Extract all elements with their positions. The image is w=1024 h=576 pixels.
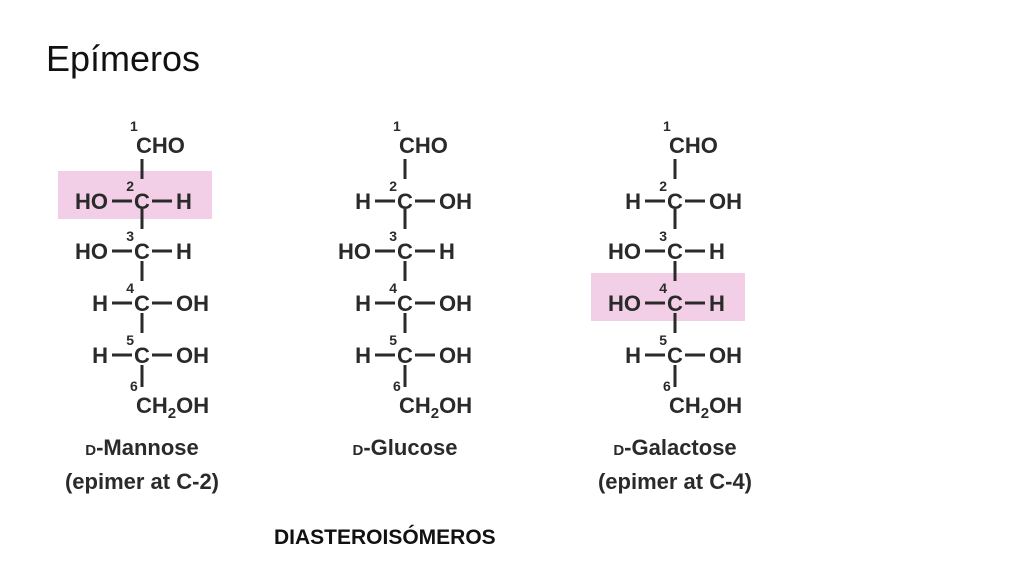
glucose-left-group: HO	[338, 239, 371, 264]
mannose-top-num: 1	[130, 118, 138, 134]
glucose-name-text: -Glucose	[363, 435, 458, 460]
galactose-top-num: 1	[663, 118, 671, 134]
galactose-right-group: H	[709, 239, 725, 264]
mannose-right-group: OH	[176, 343, 209, 368]
mannose-carbon-c5: C	[134, 343, 150, 368]
galactose-carbon-c2: C	[667, 189, 683, 214]
mannose-name-text: -Mannose	[96, 435, 199, 460]
galactose-bottom-group: CH2OH	[669, 393, 742, 422]
glucose-carbon-number: 5	[389, 332, 397, 348]
mannose-carbon-number: 5	[126, 332, 134, 348]
mannose-subtitle: (epimer at C-2)	[64, 469, 220, 494]
glucose-carbon-c3: C	[397, 239, 413, 264]
galactose-right-group: OH	[709, 343, 742, 368]
glucose-top-num: 1	[393, 118, 401, 134]
glucose-right-group: OH	[439, 189, 472, 214]
galactose-left-group: HO	[608, 239, 641, 264]
mannose-left-group: H	[92, 343, 108, 368]
galactose-carbon-number: 5	[659, 332, 667, 348]
galactose-top-group: CHO	[669, 133, 718, 158]
galactose-carbon-c3: C	[667, 239, 683, 264]
galactose-right-group: H	[709, 291, 725, 316]
glucose-name: D-Glucose	[275, 435, 535, 461]
glucose-left-group: H	[355, 291, 371, 316]
glucose-right-group: OH	[439, 291, 472, 316]
galactose-highlight-c4	[591, 273, 745, 321]
galactose-left-group: H	[625, 343, 641, 368]
mannose-bottom-group: CH2OH	[136, 393, 209, 422]
glucose-carbon-number: 3	[389, 228, 397, 244]
mannose-d-prefix: D	[85, 442, 97, 459]
glucose-bottom-num: 6	[393, 378, 401, 394]
glucose-right-group: OH	[439, 343, 472, 368]
glucose-right-group: H	[439, 239, 455, 264]
glucose-bottom-group: CH2OH	[399, 393, 472, 422]
mannose-carbon-number: 2	[126, 178, 134, 194]
mannose-carbon-c2: C	[134, 189, 150, 214]
glucose-carbon-c4: C	[397, 291, 413, 316]
mannose-carbon-number: 3	[126, 228, 134, 244]
galactose-name: D-Galactose	[545, 435, 805, 461]
mannose-right-group: OH	[176, 291, 209, 316]
galactose-right-group: OH	[709, 189, 742, 214]
galactose-carbon-c5: C	[667, 343, 683, 368]
mannose-right-group: H	[176, 189, 192, 214]
glucose-carbon-c2: C	[397, 189, 413, 214]
galactose-d-prefix: D	[613, 442, 625, 459]
galactose-left-group: HO	[608, 291, 641, 316]
glucose-left-group: H	[355, 189, 371, 214]
glucose-carbon-number: 2	[389, 178, 397, 194]
galactose-bottom-num: 6	[663, 378, 671, 394]
galactose-carbon-c4: C	[667, 291, 683, 316]
glucose-carbon-c5: C	[397, 343, 413, 368]
galactose-carbon-number: 4	[659, 280, 667, 296]
mannose-left-group: H	[92, 291, 108, 316]
mannose-carbon-c3: C	[134, 239, 150, 264]
galactose-carbon-number: 3	[659, 228, 667, 244]
mannose-left-group: HO	[75, 239, 108, 264]
mannose-top-group: CHO	[136, 133, 185, 158]
galactose-left-group: H	[625, 189, 641, 214]
mannose-carbon-c4: C	[134, 291, 150, 316]
diastereoisomers-label: DIASTEROISÓMEROS	[274, 526, 496, 549]
mannose-bottom-num: 6	[130, 378, 138, 394]
mannose-name: D-Mannose	[12, 435, 272, 461]
glucose-top-group: CHO	[399, 133, 448, 158]
slide-title: Epímeros	[46, 38, 201, 79]
glucose-d-prefix: D	[352, 442, 364, 459]
glucose-left-group: H	[355, 343, 371, 368]
glucose-carbon-number: 4	[389, 280, 397, 296]
mannose-carbon-number: 4	[126, 280, 134, 296]
mannose-highlight-c2	[58, 171, 212, 219]
mannose-left-group: HO	[75, 189, 108, 214]
mannose-right-group: H	[176, 239, 192, 264]
galactose-name-text: -Galactose	[624, 435, 737, 460]
galactose-carbon-number: 2	[659, 178, 667, 194]
galactose-subtitle: (epimer at C-4)	[597, 469, 753, 494]
